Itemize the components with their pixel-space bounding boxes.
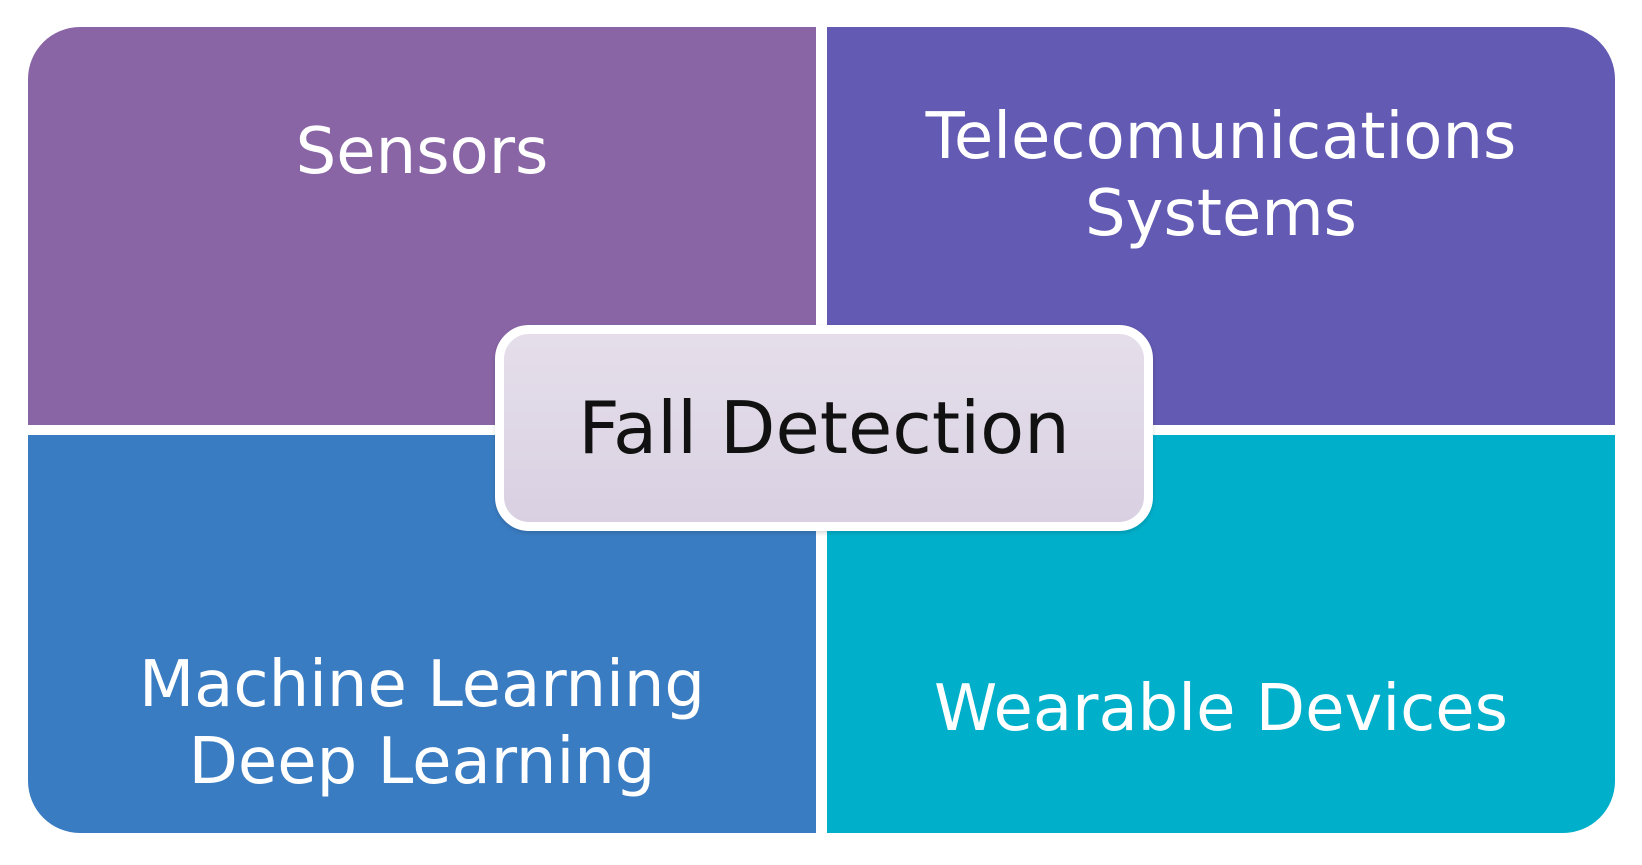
center-node-fall-detection: Fall Detection — [495, 325, 1153, 531]
quadrant-wearable-devices-label: Wearable Devices — [934, 671, 1508, 746]
quadrant-machine-deep-learning-label: Machine Learning Deep Learning — [138, 648, 706, 799]
quadrant-machine-deep-learning: Machine Learning Deep Learning — [28, 435, 816, 833]
quadrant-telecommunications-systems-label: Telecomunications Systems — [925, 100, 1517, 251]
quadrant-sensors-label: Sensors — [295, 114, 549, 189]
quadrant-sensors: Sensors — [28, 27, 816, 425]
quadrant-telecommunications-systems: Telecomunications Systems — [827, 27, 1615, 425]
center-node-label: Fall Detection — [578, 386, 1070, 470]
